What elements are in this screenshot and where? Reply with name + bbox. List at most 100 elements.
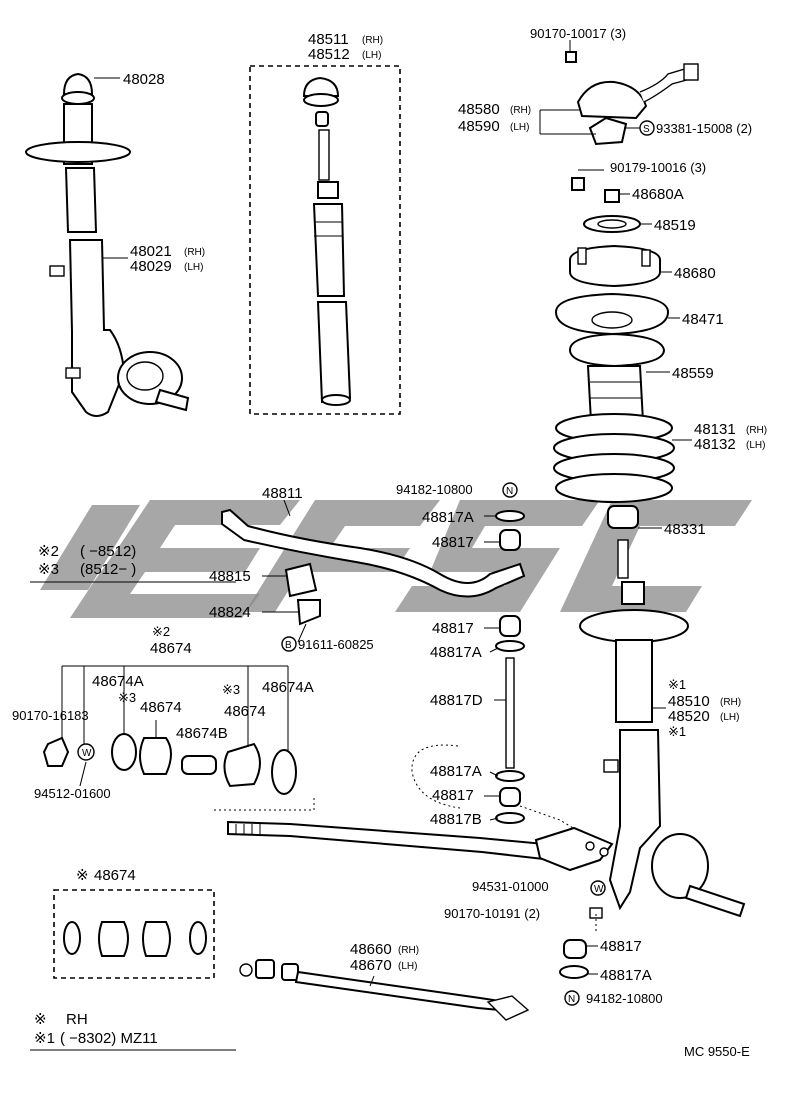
label-48660: 48660 (350, 941, 392, 958)
label-91611: 91611-60825 (298, 637, 374, 652)
circle-n-top: N (506, 486, 513, 497)
label-48817a-4: 48817A (600, 967, 652, 984)
label-box-48674: 48674 (94, 867, 136, 884)
tag-rh-48510: (RH) (720, 697, 741, 708)
note2-range: ( −8512) (80, 543, 136, 560)
strut-rod (239, 959, 530, 1021)
label-48512: 48512 (308, 46, 350, 63)
label-48817a-3: 48817A (430, 763, 482, 780)
label-94512: 94512-01600 (34, 786, 111, 801)
tag-rh-48660: (RH) (398, 945, 419, 956)
tag-rh-48021: (RH) (184, 247, 205, 258)
mark-3-b: ※3 (222, 682, 240, 697)
legend-note1-text: ( −8302) MZ11 (60, 1030, 158, 1047)
label-90170-10017: 90170-10017 (3) (530, 26, 626, 41)
mark-2-48674: ※2 (152, 624, 170, 639)
shock-cartridge (302, 76, 352, 406)
stabilizer-bar (221, 508, 526, 626)
right-strut-assembly (579, 581, 746, 918)
label-48674-set: 48674 (150, 640, 192, 657)
label-48674a-1: 48674A (92, 673, 144, 690)
box-mark: ※ (76, 867, 89, 884)
label-90170-10191: 90170-10191 (2) (444, 906, 540, 921)
legend-rh-mark: ※ (34, 1011, 47, 1028)
label-48811: 48811 (262, 485, 303, 502)
label-48520: 48520 (668, 708, 710, 725)
circle-s: S (643, 124, 650, 135)
left-strut-assembly (25, 72, 190, 417)
label-48029: 48029 (130, 258, 172, 275)
box-48674-parts (63, 921, 207, 957)
label-94531: 94531-01000 (472, 879, 549, 894)
tag-lh-48590: (LH) (510, 122, 529, 133)
strut-top-48510 (621, 581, 645, 605)
label-48817-2: 48817 (432, 620, 474, 637)
bush-48815 (284, 562, 318, 598)
label-48817-3: 48817 (432, 787, 474, 804)
circle-b: B (285, 640, 292, 651)
label-48670: 48670 (350, 957, 392, 974)
label-48815: 48815 (209, 568, 251, 585)
link-stack (495, 510, 525, 824)
bolt-48817d (505, 657, 515, 769)
tag-lh-48520: (LH) (720, 712, 739, 723)
circle-w-right: W (594, 884, 604, 895)
cartridge-box (249, 65, 401, 415)
bottom-cushions (559, 939, 589, 979)
legend-rh-text: RH (66, 1011, 88, 1028)
label-48674b: 48674B (176, 725, 228, 742)
label-48674-3: 48674 (224, 703, 266, 720)
label-48817-4: 48817 (600, 938, 642, 955)
top-mount-48028 (62, 72, 94, 95)
label-48028: 48028 (123, 71, 165, 88)
spring-stack (553, 244, 675, 579)
strut-rod-48660 (294, 970, 524, 1014)
label-48817-1: 48817 (432, 534, 474, 551)
label-93381: 93381-15008 (2) (656, 121, 752, 136)
stabilizer-48811 (221, 508, 526, 598)
bracket-48580 (576, 80, 648, 120)
label-48680: 48680 (674, 265, 716, 282)
tag-rh-48131: (RH) (746, 425, 767, 436)
note3-mark: ※3 (38, 561, 59, 578)
label-48131: 48131 (694, 421, 736, 438)
label-94182-bottom: 94182-10800 (586, 991, 663, 1006)
mark-3-a: ※3 (118, 690, 136, 705)
label-48817d: 48817D (430, 692, 483, 709)
label-90170-16183: 90170-16183 (12, 708, 89, 723)
label-90179: 90179-10016 (3) (610, 160, 706, 175)
label-48580: 48580 (458, 101, 500, 118)
label-48511: 48511 (308, 31, 349, 48)
label-48817a-2: 48817A (430, 644, 482, 661)
tag-lh-48029: (LH) (184, 262, 203, 273)
label-94182-top: 94182-10800 (396, 482, 473, 497)
label-48680a: 48680A (632, 186, 684, 203)
label-48817b: 48817B (430, 811, 482, 828)
tag-lh-48670: (LH) (398, 961, 417, 972)
label-48559: 48559 (672, 365, 714, 382)
label-48510: 48510 (668, 693, 710, 710)
diagram-code: MC 9550-E (684, 1044, 750, 1059)
label-48824: 48824 (209, 604, 251, 621)
label-48132: 48132 (694, 436, 736, 453)
tag-rh-48580: (RH) (510, 105, 531, 116)
label-48674a-2: 48674A (262, 679, 314, 696)
tag-lh-48132: (LH) (746, 440, 765, 451)
label-48674-2: 48674 (140, 699, 182, 716)
lower-arm-rod (227, 820, 572, 864)
tag-lh-48512: (LH) (362, 50, 381, 61)
tag-rh-48511: (RH) (362, 35, 383, 46)
top-right-mount (565, 51, 699, 233)
circle-w-left: W (82, 748, 92, 759)
box-48674 (53, 889, 215, 979)
note2-mark: ※2 (38, 543, 59, 560)
label-48590: 48590 (458, 118, 500, 135)
bracket-48824 (296, 599, 321, 626)
label-48331: 48331 (664, 521, 706, 538)
mark-1-b: ※1 (668, 724, 686, 739)
lower-arm (227, 820, 614, 872)
bumper-48331 (607, 505, 639, 529)
mark-1-a: ※1 (668, 677, 686, 692)
bush-set-parts (42, 733, 297, 795)
